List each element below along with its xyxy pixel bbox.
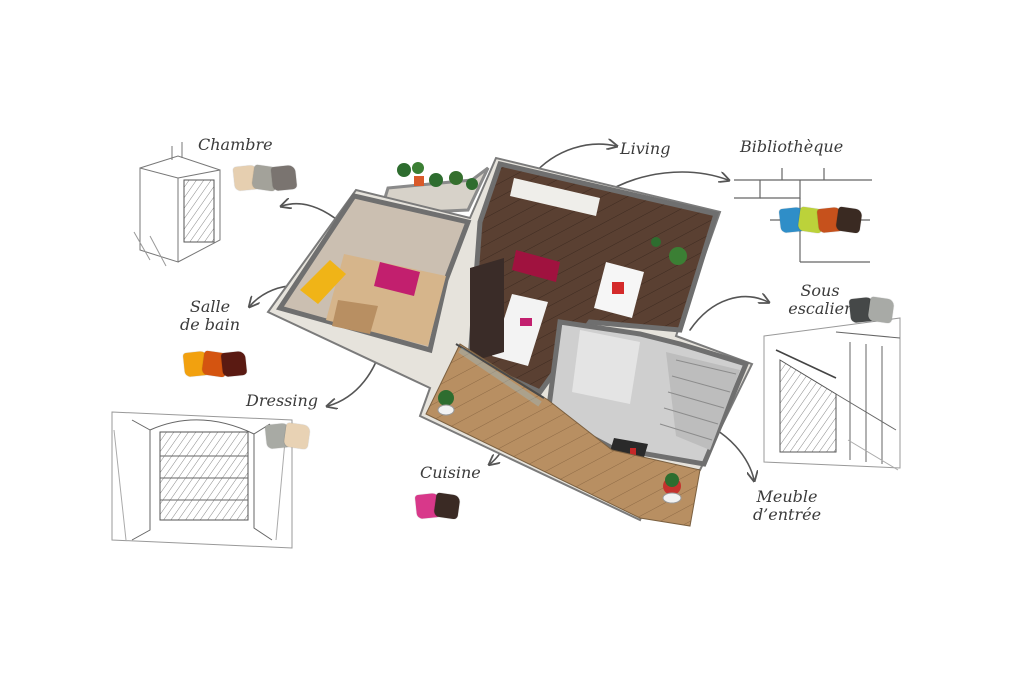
color-swatch xyxy=(433,492,461,520)
label-cuisine: Cuisine xyxy=(420,463,481,482)
arrow-sous-escalier xyxy=(689,297,768,331)
arrow-chambre xyxy=(282,204,341,223)
label-meuble-entree: Meuble d’entrée xyxy=(748,488,826,524)
label-salle-line2: de bain xyxy=(180,315,240,334)
label-sous-line1: Sous xyxy=(800,281,840,300)
palette-sous-escalier xyxy=(848,296,895,324)
palette-salle-de-bain xyxy=(182,350,248,378)
color-swatch xyxy=(270,164,298,192)
label-dressing: Dressing xyxy=(246,391,319,410)
sketch-chambre xyxy=(133,142,221,267)
label-bibliotheque: Bibliothèque xyxy=(740,137,844,156)
label-meuble-line2: d’entrée xyxy=(752,505,822,524)
label-salle-de-bain: Salle de bain xyxy=(178,298,242,334)
label-salle-line1: Salle xyxy=(189,297,231,316)
color-swatch xyxy=(220,350,248,378)
color-swatch xyxy=(283,422,311,450)
label-sous-escalier: Sous escalier xyxy=(778,282,862,318)
palette-cuisine xyxy=(414,492,461,520)
palette-chambre xyxy=(232,164,298,192)
sketch-dressing xyxy=(111,411,293,549)
floor-plan xyxy=(266,156,754,527)
color-swatch xyxy=(835,206,863,234)
label-chambre: Chambre xyxy=(198,135,273,154)
color-swatch xyxy=(867,296,895,324)
label-sous-line2: escalier xyxy=(788,299,852,318)
palette-dressing xyxy=(264,422,311,450)
sketch-sous-escalier xyxy=(763,317,901,471)
palette-bibliotheque xyxy=(778,206,863,234)
label-living: Living xyxy=(620,139,671,158)
label-meuble-line1: Meuble xyxy=(756,487,818,506)
